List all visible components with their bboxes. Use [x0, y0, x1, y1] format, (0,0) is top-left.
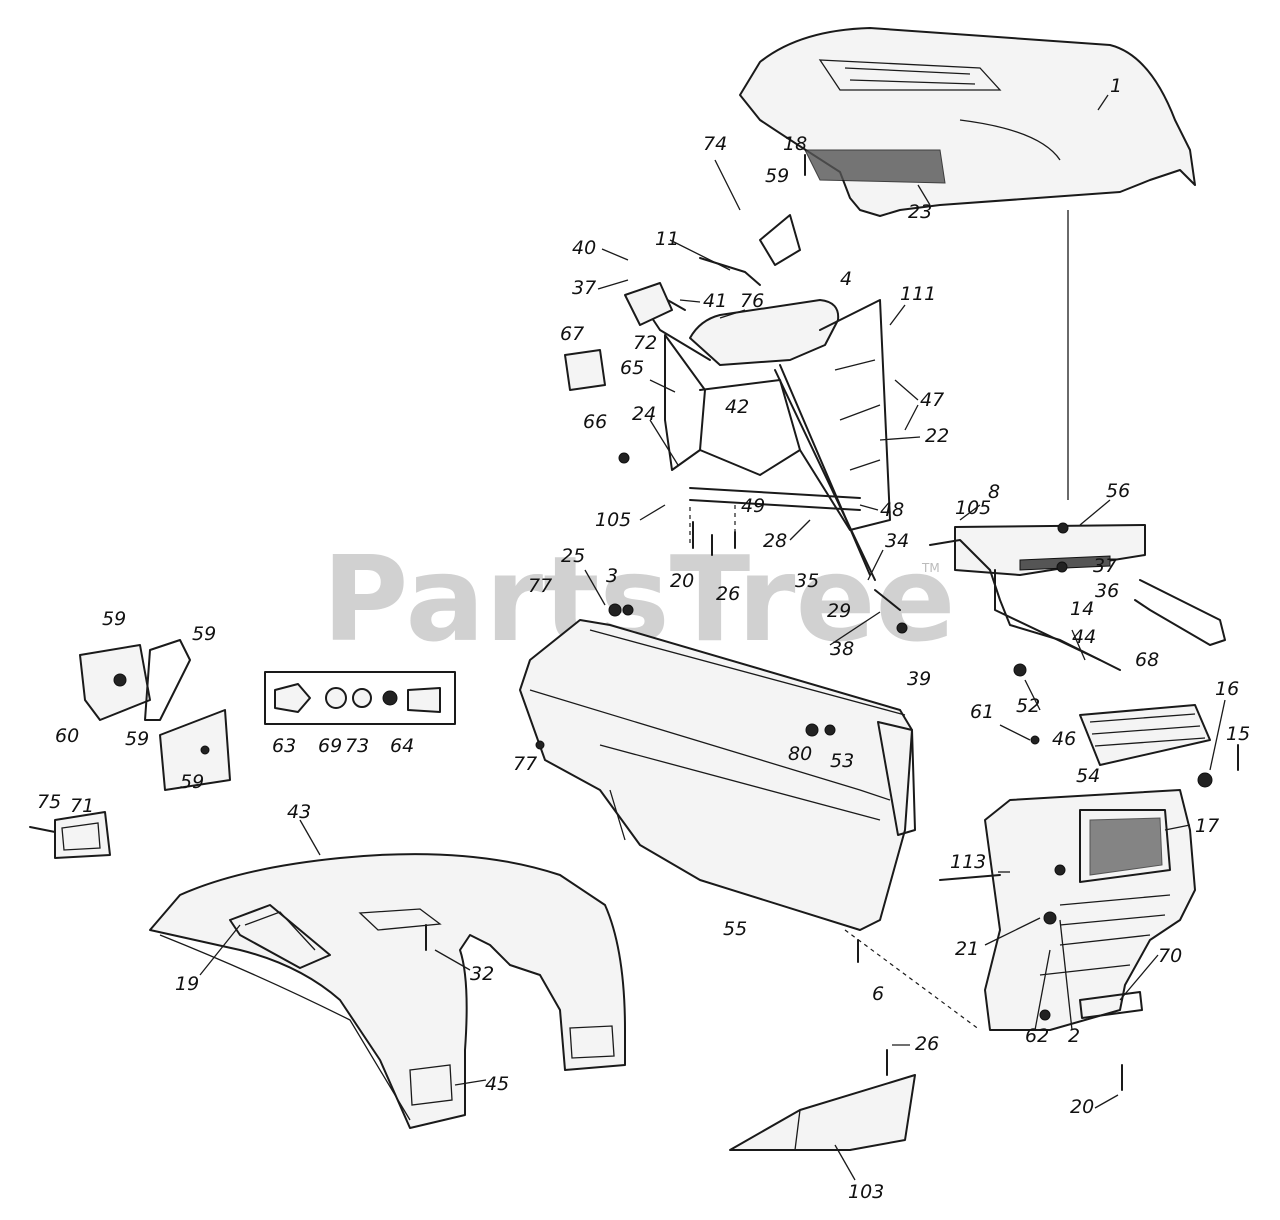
callout-22: 22 [925, 425, 949, 447]
part-key-switch-kit [264, 671, 456, 725]
callout-67: 67 [560, 323, 584, 345]
callout-25: 25 [561, 545, 585, 567]
callout-43: 43 [287, 801, 311, 823]
part-seat-bracket-assembly [79, 639, 231, 791]
callout-60: 60 [55, 725, 79, 747]
callout-65: 65 [620, 357, 644, 379]
callout-39: 39 [907, 668, 931, 690]
callout-59-top: 59 [765, 165, 789, 187]
callout-37-left: 37 [572, 277, 596, 299]
part-hood [739, 27, 1196, 500]
callout-71: 71 [70, 795, 94, 817]
callout-11-left: 11 [655, 228, 679, 250]
part-switch-71 [29, 811, 111, 859]
callout-18: 18 [783, 133, 807, 155]
callout-8: 8 [988, 481, 1000, 503]
callout-29: 29 [827, 600, 851, 622]
watermark-tm: TM [921, 561, 940, 575]
callout-68: 68 [1135, 649, 1159, 671]
callout-59-b: 59 [192, 623, 216, 645]
callout-64: 64 [390, 735, 414, 757]
part-rear-bracket [929, 522, 1226, 671]
callout-59-d: 59 [180, 771, 204, 793]
callout-63: 63 [272, 735, 296, 757]
callout-55: 55 [723, 918, 747, 940]
callout-56: 56 [1106, 480, 1130, 502]
callout-34: 34 [885, 530, 909, 552]
callout-69: 69 [318, 735, 342, 757]
callout-42: 42 [725, 396, 749, 418]
part-fender [149, 853, 626, 1129]
callout-21: 21 [955, 938, 979, 960]
callout-41: 41 [703, 290, 727, 312]
callout-26-mid: 26 [716, 583, 740, 605]
callout-20-bot: 20 [1070, 1096, 1094, 1118]
callout-14: 14 [1070, 598, 1094, 620]
callout-28: 28 [763, 530, 787, 552]
leader-lines [199, 94, 1226, 1181]
callout-77-top: 77 [528, 575, 552, 597]
callout-47: 47 [920, 389, 944, 411]
callout-46: 46 [1052, 728, 1076, 750]
callout-72: 72 [633, 332, 657, 354]
callout-76: 76 [740, 290, 764, 312]
part-skid-plate [729, 1074, 916, 1151]
callout-105-left: 105 [595, 509, 631, 531]
callout-17: 17 [1195, 815, 1219, 837]
callout-59-a: 59 [102, 608, 126, 630]
callout-113: 113 [950, 851, 986, 873]
callout-38: 38 [830, 638, 854, 660]
callout-19: 19 [175, 973, 199, 995]
callout-40: 40 [572, 237, 596, 259]
callout-48: 48 [880, 499, 904, 521]
callout-20-mid: 20 [670, 570, 694, 592]
callout-111: 111 [900, 283, 936, 305]
callout-75: 75 [37, 791, 61, 813]
callout-49: 49 [741, 495, 765, 517]
hardware-fasteners [425, 154, 1239, 1091]
callout-16: 16 [1215, 678, 1239, 700]
callout-23: 23 [908, 201, 932, 223]
callout-53: 53 [830, 750, 854, 772]
callout-80: 80 [788, 743, 812, 765]
callout-26-bot: 26 [915, 1033, 939, 1055]
callout-52: 52 [1016, 695, 1040, 717]
callout-77-bot: 77 [513, 753, 537, 775]
callout-36: 36 [1095, 580, 1119, 602]
callout-3: 3 [606, 565, 618, 587]
callout-73: 73 [345, 735, 369, 757]
callout-15: 15 [1226, 723, 1250, 745]
callout-4: 4 [840, 268, 852, 290]
callout-70: 70 [1158, 945, 1182, 967]
callout-2: 2 [1068, 1025, 1080, 1047]
part-front-grill-housing [984, 704, 1211, 1031]
callout-103: 103 [848, 1181, 884, 1203]
callout-6: 6 [872, 983, 884, 1005]
callout-35: 35 [795, 570, 819, 592]
callout-32: 32 [470, 963, 494, 985]
callout-61: 61 [970, 701, 994, 723]
callout-45: 45 [485, 1073, 509, 1095]
callout-62: 62 [1025, 1025, 1049, 1047]
callout-74: 74 [703, 133, 727, 155]
callout-1: 1 [1110, 75, 1122, 97]
callout-105-right: 105 [955, 497, 991, 519]
callout-66: 66 [583, 411, 607, 433]
callout-labels: 1 18 23 74 59 11 40 37 41 76 4 111 67 72… [37, 75, 1250, 1203]
callout-59-c: 59 [125, 728, 149, 750]
callout-24: 24 [632, 403, 656, 425]
part-front-panel [519, 619, 916, 931]
callout-54: 54 [1076, 765, 1100, 787]
callout-37-right: 37 [1093, 555, 1117, 577]
